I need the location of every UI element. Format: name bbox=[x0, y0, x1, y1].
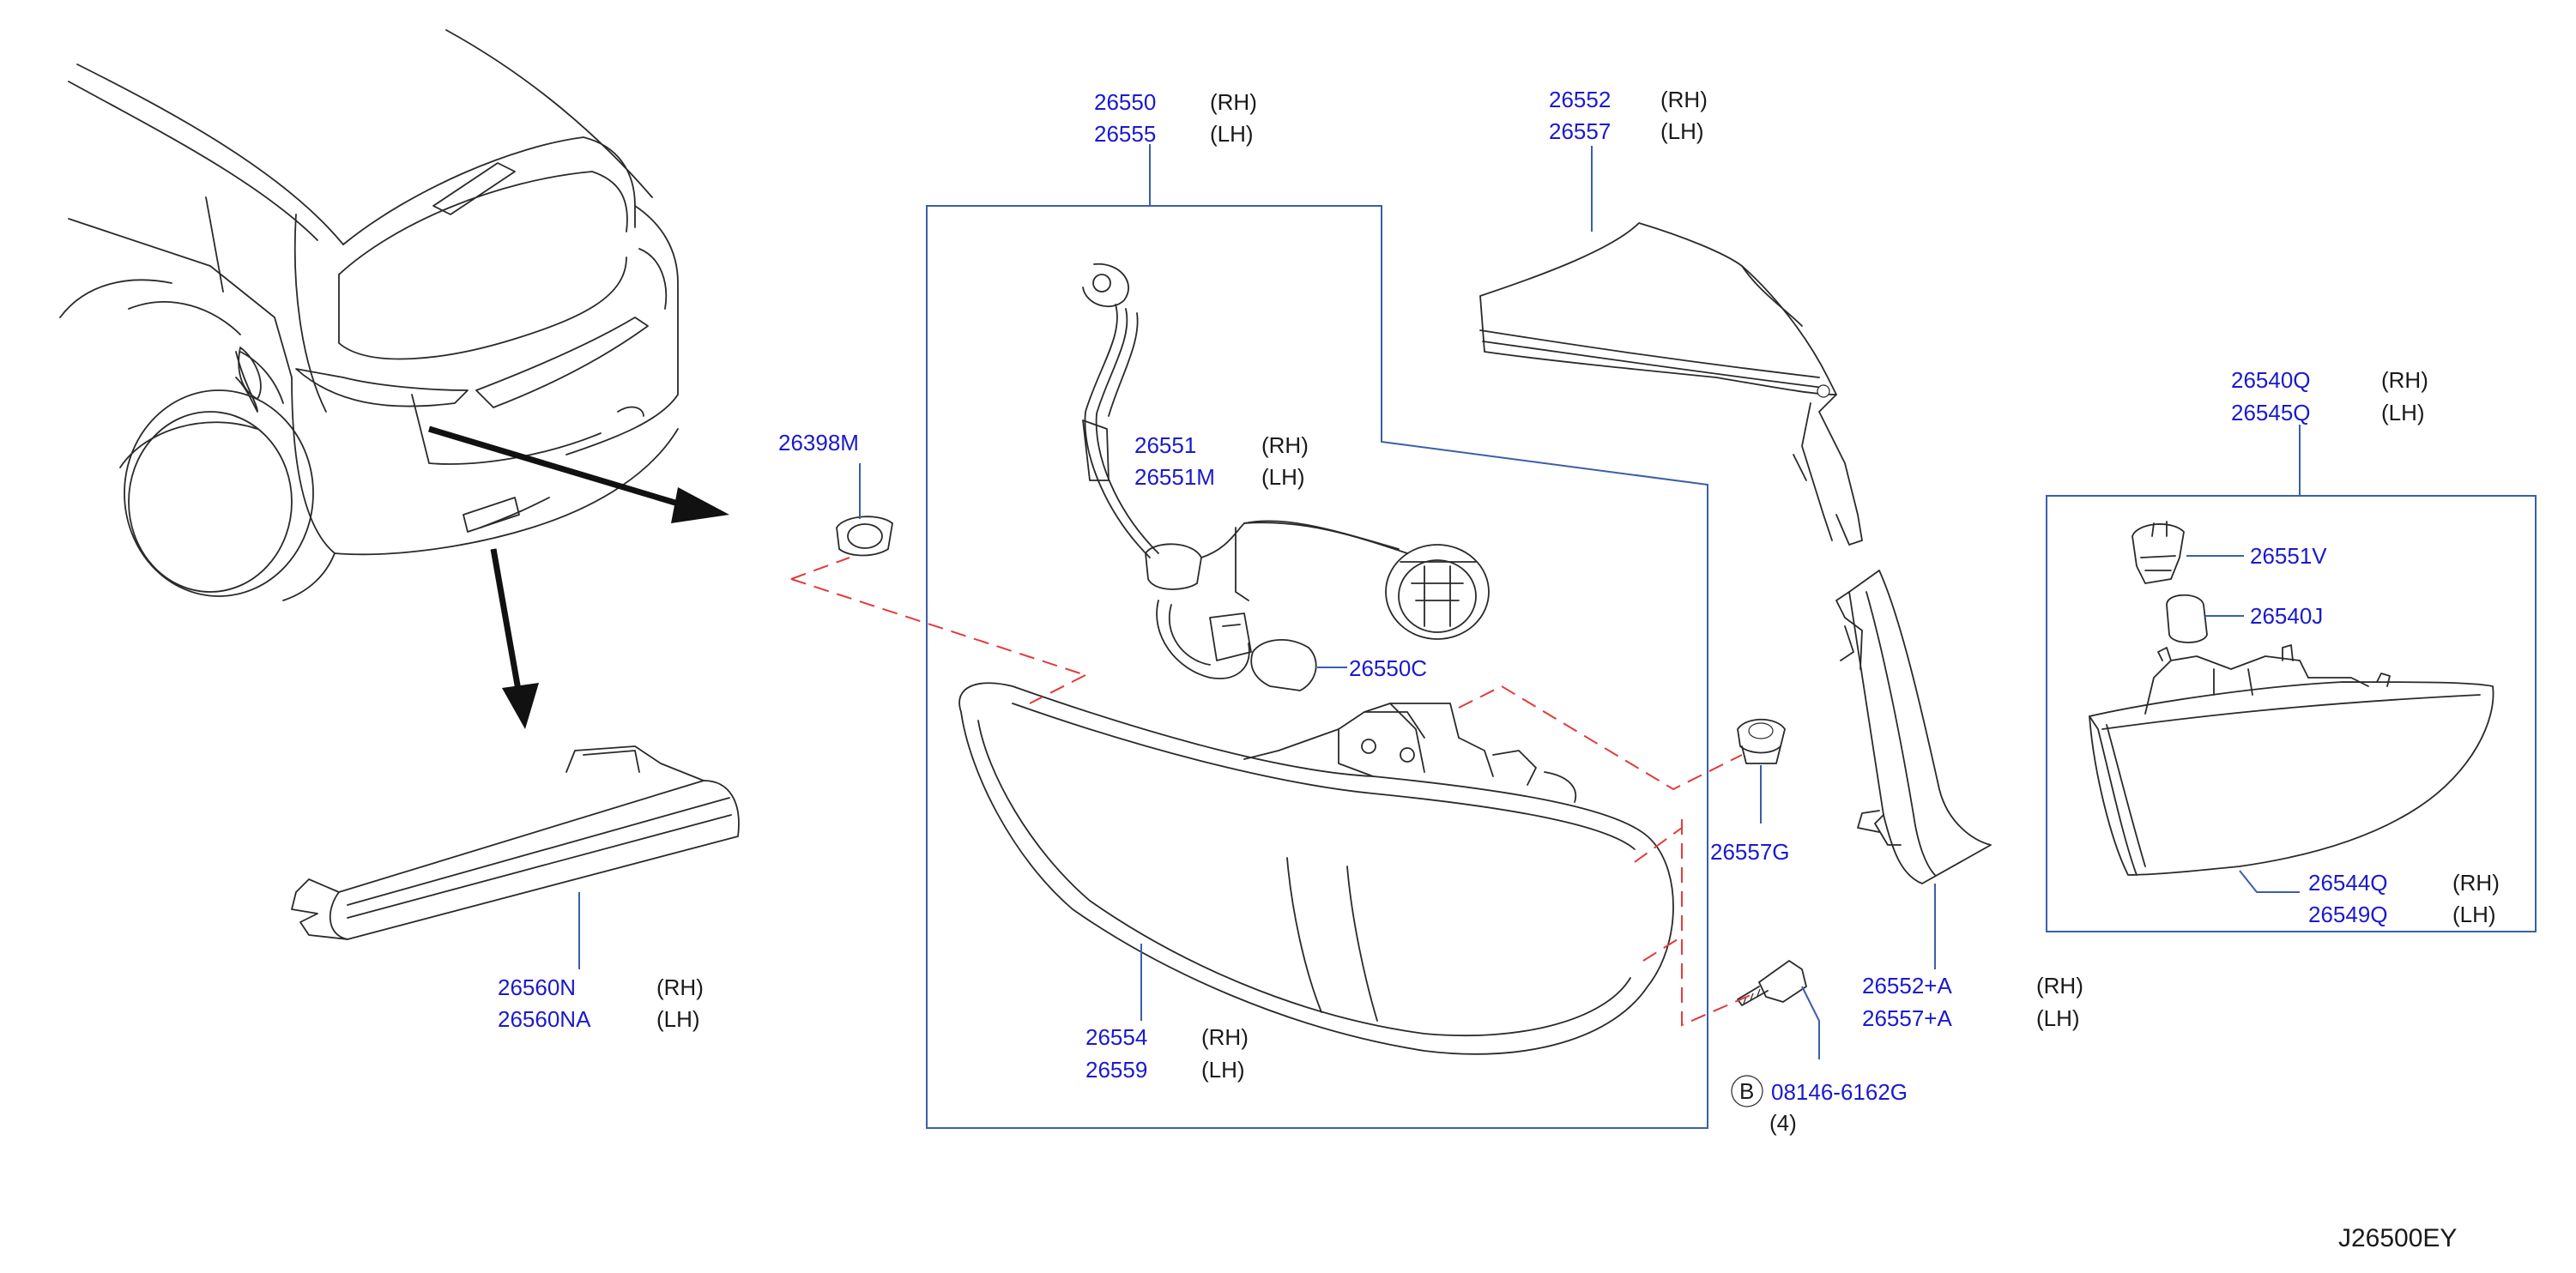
wedge-bulb-illustration bbox=[1250, 639, 1347, 691]
svg-text:(LH): (LH) bbox=[2036, 1005, 2080, 1031]
svg-text:26555: 26555 bbox=[1094, 121, 1156, 147]
callout-screw: B 08146-6162G (4) bbox=[1731, 1075, 1908, 1136]
svg-text:26551: 26551 bbox=[1134, 432, 1196, 458]
callout-inner-socket: 26551V bbox=[2250, 543, 2327, 569]
svg-text:26550: 26550 bbox=[1094, 89, 1156, 115]
side-lamp-illustration bbox=[1835, 570, 1992, 969]
svg-text:(RH): (RH) bbox=[1201, 1024, 1249, 1050]
callout-grommet: 26398M bbox=[778, 430, 859, 456]
callout-side-lamp: 26552+A (RH) 26557+A (LH) bbox=[1862, 973, 2083, 1031]
svg-text:(LH): (LH) bbox=[1660, 118, 1704, 144]
svg-text:26552+A: 26552+A bbox=[1862, 973, 1952, 998]
callout-socket: 26551 (RH) 26551M (LH) bbox=[1134, 432, 1309, 490]
lens-cover-illustration bbox=[1479, 146, 1863, 546]
svg-text:26545Q: 26545Q bbox=[2231, 400, 2311, 425]
callout-inner-lamp: 26544Q (RH) 26549Q (LH) bbox=[2308, 870, 2500, 927]
inner-socket-illustration bbox=[2132, 521, 2244, 584]
svg-text:26552: 26552 bbox=[1549, 87, 1611, 112]
callout-clip: 26557G bbox=[1710, 839, 1790, 865]
clip-illustration bbox=[1737, 718, 1786, 824]
bumper-lamp-illustration bbox=[291, 745, 740, 969]
callout-bulb: 26550C bbox=[1349, 655, 1427, 681]
callout-inner-bulb: 26540J bbox=[2250, 603, 2323, 629]
circle-b-marker bbox=[1731, 1075, 1763, 1107]
svg-text:26398M: 26398M bbox=[778, 430, 859, 456]
svg-text:(LH): (LH) bbox=[2381, 400, 2425, 425]
svg-text:26549Q: 26549Q bbox=[2308, 902, 2388, 927]
svg-text:26554: 26554 bbox=[1085, 1024, 1147, 1050]
vehicle-rear-illustration bbox=[59, 29, 729, 729]
callout-lens: 26552 (RH) 26557 (LH) bbox=[1549, 87, 1708, 144]
svg-text:(LH): (LH) bbox=[2452, 902, 2496, 927]
svg-text:26559: 26559 bbox=[1085, 1057, 1147, 1083]
callout-housing-box: 26550 (RH) 26555 (LH) bbox=[1094, 89, 1257, 147]
svg-text:26544Q: 26544Q bbox=[2308, 870, 2388, 896]
svg-text:B: B bbox=[1739, 1078, 1754, 1104]
svg-text:(RH): (RH) bbox=[2381, 367, 2428, 393]
svg-text:(LH): (LH) bbox=[1261, 464, 1305, 490]
callout-combo-lamp: 26554 (RH) 26559 (LH) bbox=[1085, 1024, 1249, 1083]
grommet-illustration bbox=[836, 463, 893, 557]
svg-text:(4): (4) bbox=[1769, 1110, 1797, 1136]
svg-text:(RH): (RH) bbox=[2036, 973, 2083, 998]
svg-text:(LH): (LH) bbox=[1210, 121, 1254, 147]
inner-lamp-group-frame bbox=[2046, 495, 2537, 932]
svg-text:(LH): (LH) bbox=[656, 1006, 700, 1032]
svg-text:26540J: 26540J bbox=[2250, 603, 2323, 629]
svg-text:26551V: 26551V bbox=[2250, 543, 2327, 569]
callout-inner-box: 26540Q (RH) 26545Q (LH) bbox=[2231, 367, 2428, 425]
svg-text:26557+A: 26557+A bbox=[1862, 1005, 1952, 1031]
svg-text:(RH): (RH) bbox=[656, 974, 704, 1000]
svg-text:26560N: 26560N bbox=[498, 974, 576, 1000]
svg-text:26557G: 26557G bbox=[1710, 839, 1790, 865]
svg-text:(LH): (LH) bbox=[1201, 1057, 1245, 1083]
housing-group-frame bbox=[926, 205, 1708, 1129]
diagram-reference-code: J26500EY bbox=[2338, 1224, 2457, 1252]
svg-text:26550C: 26550C bbox=[1349, 655, 1427, 681]
socket-harness-illustration bbox=[1082, 263, 1490, 679]
svg-text:(RH): (RH) bbox=[1660, 87, 1708, 112]
svg-text:26551M: 26551M bbox=[1134, 464, 1215, 490]
combination-lamp-illustration bbox=[958, 682, 1674, 1055]
inner-lamp-illustration bbox=[2089, 644, 2494, 893]
inner-bulb-illustration bbox=[2166, 594, 2244, 643]
assembly-lines bbox=[790, 557, 1751, 1027]
screw-illustration bbox=[1737, 960, 1820, 1059]
svg-text:(RH): (RH) bbox=[2452, 870, 2500, 896]
svg-text:08146-6162G: 08146-6162G bbox=[1771, 1079, 1908, 1105]
svg-text:26540Q: 26540Q bbox=[2231, 367, 2311, 393]
svg-text:26557: 26557 bbox=[1549, 118, 1611, 144]
svg-text:(RH): (RH) bbox=[1210, 89, 1257, 115]
callout-bumper-lamp: 26560N (RH) 26560NA (LH) bbox=[498, 974, 704, 1032]
svg-text:(RH): (RH) bbox=[1261, 432, 1309, 458]
svg-text:26560NA: 26560NA bbox=[498, 1006, 591, 1032]
